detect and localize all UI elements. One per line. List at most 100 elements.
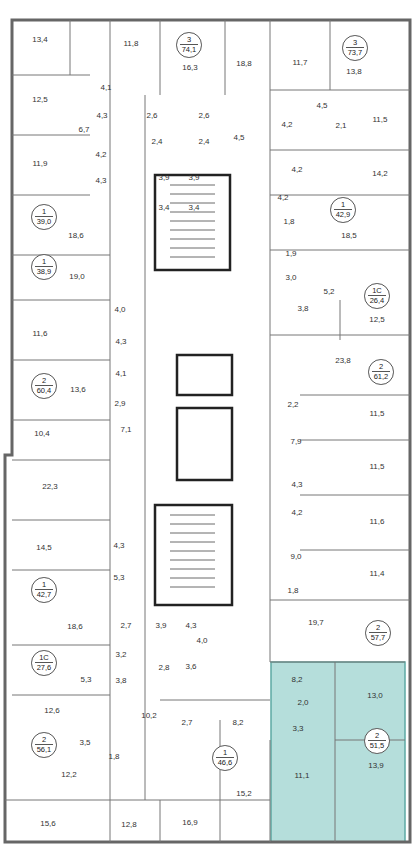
room-count: 2: [368, 732, 386, 741]
apartment-marker: 374,1: [176, 32, 202, 58]
room-area: 10,4: [33, 430, 51, 438]
room-count: 1: [35, 258, 53, 267]
room-area: 1,8: [286, 587, 299, 595]
room-area: 5,2: [322, 288, 335, 296]
room-area: 11,6: [32, 330, 49, 338]
room-count: 3: [180, 36, 198, 45]
room-area: 3,2: [114, 651, 127, 659]
room-area: 4,5: [315, 102, 328, 110]
room-area: 12,2: [60, 771, 78, 779]
room-area: 18,6: [66, 623, 84, 631]
room-count: 1: [216, 749, 234, 758]
room-area: 2,7: [119, 622, 132, 630]
room-area: 8,2: [290, 676, 303, 684]
room-area: 22,3: [41, 483, 59, 491]
room-area: 1,8: [282, 218, 295, 226]
room-area: 2,6: [145, 112, 158, 120]
room-area: 4,0: [113, 306, 126, 314]
apartment-area: 74,1: [180, 46, 198, 54]
apartment-area: 42,9: [334, 211, 352, 219]
room-area: 15,2: [235, 790, 253, 798]
room-area: 2,4: [150, 138, 163, 146]
room-area: 4,0: [195, 637, 208, 645]
room-area: 18,8: [235, 60, 253, 68]
room-area: 11,5: [369, 410, 386, 418]
room-area: 4,3: [184, 622, 197, 630]
room-count: 1С: [368, 287, 386, 296]
room-area: 11,8: [123, 40, 140, 48]
room-area: 6,7: [77, 126, 90, 134]
room-area: 2,6: [197, 112, 210, 120]
room-area: 4,3: [112, 542, 125, 550]
room-area: 5,3: [79, 676, 92, 684]
apartment-marker: 256,1: [31, 732, 57, 758]
room-area: 13,8: [345, 68, 363, 76]
apartment-area: 42,7: [35, 591, 53, 599]
room-area: 11,7: [292, 59, 309, 67]
room-area: 11,9: [32, 160, 49, 168]
room-area: 13,0: [366, 692, 384, 700]
room-area: 15,6: [39, 820, 57, 828]
room-area: 2,1: [334, 122, 347, 130]
room-area: 16,9: [181, 819, 199, 827]
room-area: 4,3: [94, 177, 107, 185]
room-area: 4,3: [95, 112, 108, 120]
room-count: 1: [35, 581, 53, 590]
room-area: 2,2: [286, 401, 299, 409]
room-count: 2: [35, 377, 53, 386]
room-area: 3,9: [187, 174, 200, 182]
room-area: 4,1: [99, 84, 112, 92]
apartment-area: 60,4: [35, 387, 53, 395]
room-area: 11,6: [369, 518, 386, 526]
apartment-marker: 142,9: [330, 197, 356, 223]
room-area: 3,0: [284, 274, 297, 282]
room-count: 3: [346, 39, 364, 48]
room-count: 1: [334, 201, 352, 210]
room-area: 3,8: [296, 305, 309, 313]
room-area: 18,5: [340, 232, 358, 240]
apartment-marker: 138,9: [31, 254, 57, 280]
apartment-marker: 373,7: [342, 35, 368, 61]
room-area: 4,1: [114, 370, 127, 378]
room-count: 2: [369, 624, 387, 633]
room-area: 3,6: [184, 663, 197, 671]
room-area: 16,3: [181, 64, 199, 72]
room-area: 5,3: [112, 574, 125, 582]
apartment-marker: 260,4: [31, 373, 57, 399]
room-area: 12,8: [120, 821, 138, 829]
room-area: 14,5: [35, 544, 53, 552]
apartment-marker: 139,0: [31, 204, 57, 230]
apartment-area: 26,4: [368, 297, 386, 305]
room-count: 2: [372, 363, 390, 372]
apartment-marker: 251,5: [364, 728, 390, 754]
partition-walls: [5, 20, 410, 842]
room-area: 11,4: [369, 570, 386, 578]
room-area: 13,9: [367, 762, 385, 770]
apartment-area: 39,0: [35, 218, 53, 226]
room-area: 3,3: [291, 725, 304, 733]
room-area: 4,2: [94, 151, 107, 159]
building-core: [155, 175, 232, 605]
apartment-area: 57,7: [369, 634, 387, 642]
room-area: 4,3: [114, 338, 127, 346]
room-area: 12,5: [368, 316, 386, 324]
room-area: 3,4: [187, 204, 200, 212]
room-area: 2,7: [180, 719, 193, 727]
apartment-area: 56,1: [35, 746, 53, 754]
apartment-marker: 142,7: [31, 577, 57, 603]
room-area: 13,6: [69, 386, 87, 394]
room-count: 1С: [35, 654, 53, 663]
apartment-area: 61,2: [372, 373, 390, 381]
room-area: 11,5: [369, 463, 386, 471]
stair-steps: [170, 185, 215, 587]
room-area: 18,6: [67, 232, 85, 240]
room-area: 4,5: [232, 134, 245, 142]
apartment-marker: 146,6: [212, 745, 238, 771]
room-area: 3,5: [78, 739, 91, 747]
room-area: 11,1: [294, 772, 311, 780]
highlighted-apartment: [271, 662, 405, 842]
apartment-marker: 261,2: [368, 359, 394, 385]
room-area: 7,1: [119, 426, 132, 434]
room-area: 2,8: [157, 664, 170, 672]
room-area: 19,0: [68, 273, 86, 281]
